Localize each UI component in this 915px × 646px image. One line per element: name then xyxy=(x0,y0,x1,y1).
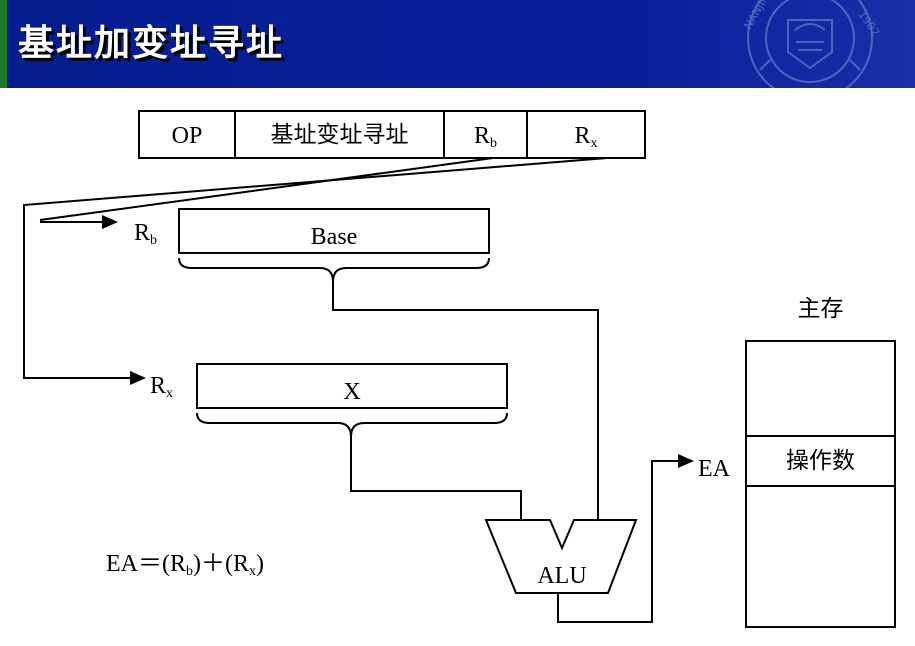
title-bar-accent xyxy=(0,0,7,88)
university-seal-icon: NANJING 1902 xyxy=(741,0,882,88)
ea-arrowhead xyxy=(678,454,694,468)
base-brace xyxy=(178,257,490,283)
ea-label: EA xyxy=(698,456,730,482)
slide-title: 基址加变址寻址 xyxy=(18,23,285,64)
alu-output-line xyxy=(557,460,678,623)
index-brace xyxy=(196,412,508,438)
rx-arrowhead xyxy=(130,371,146,385)
main-memory-title: 主存 xyxy=(797,296,844,322)
rb-arrowhead xyxy=(102,215,118,229)
field-rb: Rb xyxy=(473,123,497,151)
index-register xyxy=(196,363,508,409)
alu-shape xyxy=(484,519,638,594)
index-to-alu-line xyxy=(350,437,522,520)
instruction-box xyxy=(138,110,646,159)
rb-register-label: Rb xyxy=(134,220,158,248)
field-op: OP xyxy=(171,123,203,149)
field-rx: Rx xyxy=(574,123,598,151)
rb-field-pointer xyxy=(39,157,494,221)
alu-label: ALU xyxy=(537,563,587,589)
main-memory xyxy=(745,340,896,628)
base-register-content: Base xyxy=(310,224,358,250)
rx-register-label: Rx xyxy=(150,373,174,401)
ea-formula: EA＝(Rb)＋(Rx) xyxy=(106,551,264,579)
base-to-alu-line xyxy=(332,282,599,520)
rx-field-pointer xyxy=(23,157,608,379)
field-mode: 基址变址寻址 xyxy=(270,122,409,148)
base-register xyxy=(178,208,490,254)
title-bar: 基址加变址寻址 NANJING 1902 xyxy=(0,0,915,88)
operand-cell: 操作数 xyxy=(786,448,855,474)
index-register-content: X xyxy=(343,379,361,405)
